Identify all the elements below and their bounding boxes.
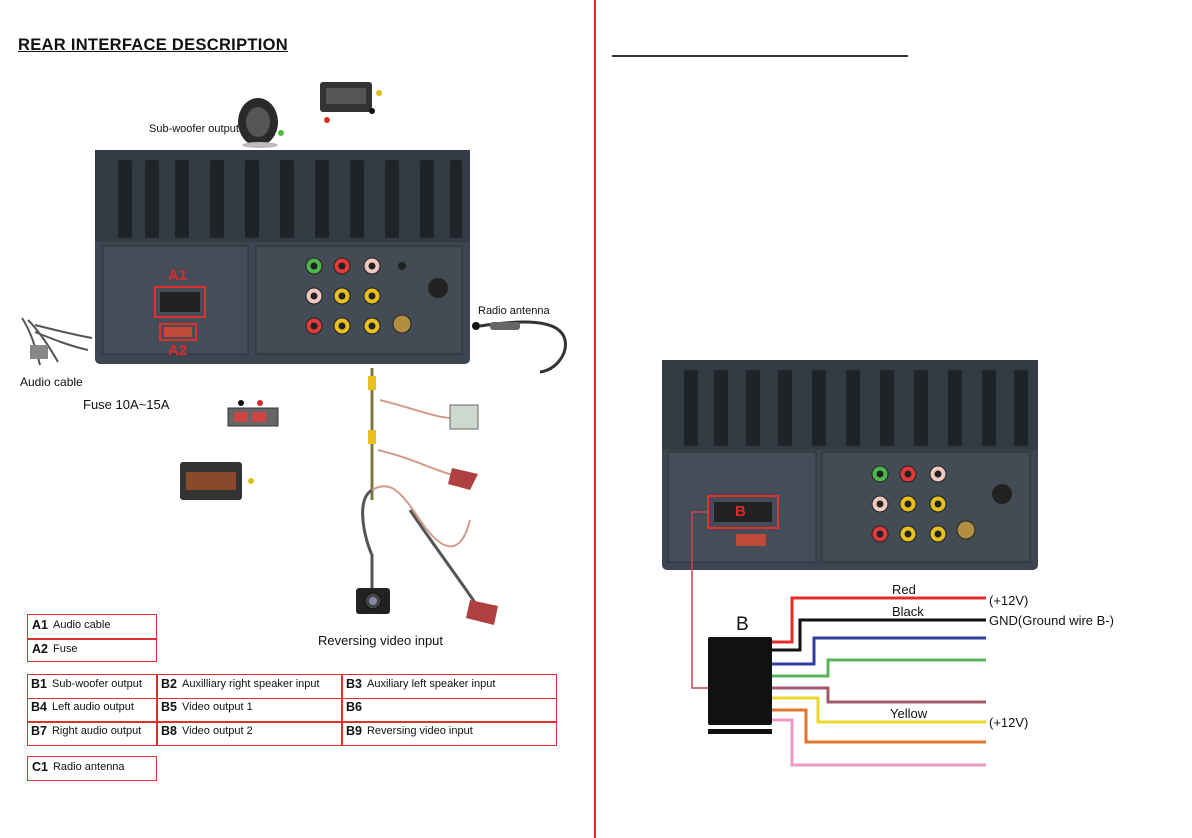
legend-a-table: A1 Audio cable A2 Fuse — [27, 614, 157, 662]
subwoofer-label: Sub-woofer output — [149, 123, 239, 135]
legend-label: Right audio output — [51, 725, 142, 737]
legend-label: Left audio output — [51, 701, 134, 713]
legend-code: B1 — [31, 677, 47, 691]
radio-rear-panel-right — [662, 360, 1038, 570]
legend-label: Auxiliary left speaker input — [366, 678, 496, 690]
legend-code: B5 — [161, 700, 177, 714]
center-divider — [594, 0, 596, 838]
legend-label: Radio antenna — [52, 761, 125, 773]
legend-code: A1 — [32, 618, 48, 632]
legend-code: B4 — [31, 700, 47, 714]
fuse-icon — [227, 400, 279, 427]
legend-code: B7 — [31, 724, 47, 738]
module-icon — [180, 462, 254, 500]
page-title: REAR INTERFACE DESCRIPTION — [18, 36, 288, 54]
wire-red-label: Red — [892, 582, 916, 597]
radio-rear-panel — [95, 150, 470, 364]
legend-code: A2 — [32, 642, 48, 656]
connector-b-block — [708, 637, 772, 734]
rear-panel-illustration — [21, 82, 567, 625]
legend-code: B6 — [346, 700, 362, 714]
legend-code: B9 — [346, 724, 362, 738]
reversing-video-label: Reversing video input — [318, 633, 444, 648]
legend-label: Video output 1 — [181, 701, 253, 713]
audio-cable-label: Audio cable — [20, 375, 83, 389]
audio-cable-icon — [21, 317, 93, 366]
legend-row: C1 Radio antenna — [32, 760, 125, 774]
legend-label: Sub-woofer output — [51, 678, 142, 690]
harness-wires — [772, 596, 986, 767]
legend-code: C1 — [32, 760, 48, 774]
camera-icon — [356, 588, 390, 614]
radio-antenna-label: Radio antenna — [478, 305, 550, 317]
fuse-label: Fuse 10A~15A — [83, 397, 170, 412]
amplifier-icon — [320, 82, 382, 123]
b-block-label: B — [736, 614, 749, 635]
wire-red-value: (+12V) — [989, 593, 1029, 608]
legend-code: B3 — [346, 677, 362, 691]
legend-row: A1 Audio cable — [32, 618, 110, 632]
reversing-cable-icon — [361, 368, 498, 625]
legend-row: A2 Fuse — [32, 642, 77, 656]
legend-label: Fuse — [52, 643, 78, 655]
wire-yellow-value: (+12V) — [989, 715, 1029, 730]
b-marker: B — [735, 503, 746, 520]
wire-yellow-label: Yellow — [890, 706, 928, 721]
legend-label: Audio cable — [52, 619, 111, 631]
antenna-cable-icon — [472, 320, 567, 374]
legend-code: B8 — [161, 724, 177, 738]
legend-label: Video output 2 — [181, 725, 253, 737]
wire-black-label: Black — [892, 604, 924, 619]
legend-label: Auxilliary right speaker input — [181, 678, 320, 690]
legend-code: B2 — [161, 677, 177, 691]
a1-marker: A1 — [168, 267, 188, 284]
wiring-diagram — [662, 360, 1038, 767]
wire-black-value: GND(Ground wire B-) — [989, 613, 1114, 628]
subwoofer-icon — [238, 98, 284, 148]
legend-label: Reversing video input — [366, 725, 473, 737]
legend-c-table: C1 Radio antenna — [27, 756, 157, 781]
legend-b-table: B1 Sub-woofer output B2 Auxilliary right s… — [27, 674, 557, 746]
a2-marker: A2 — [168, 342, 188, 359]
right-heading-rule — [612, 55, 908, 57]
